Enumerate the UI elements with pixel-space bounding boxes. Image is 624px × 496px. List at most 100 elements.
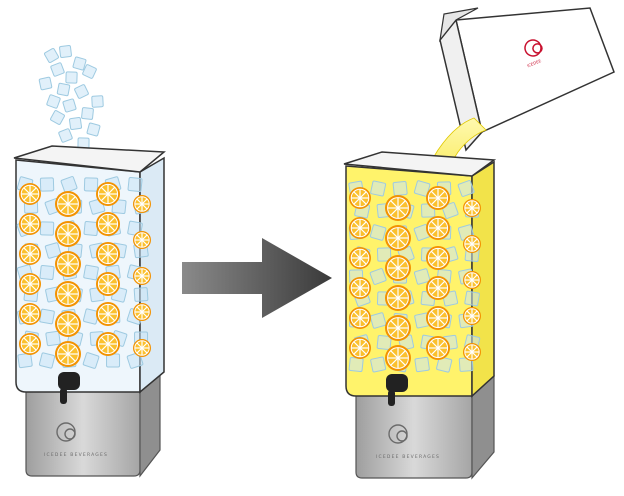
ice-cube (62, 98, 77, 113)
lemonade-carton: ICEDEE (439, 7, 615, 152)
ice-cube (38, 76, 53, 91)
ice-cube (60, 176, 78, 193)
orange-slice (19, 333, 41, 355)
carton-body (455, 7, 615, 134)
spigot-icon (58, 372, 80, 390)
dispenser-contents (16, 176, 151, 369)
dispenser-base (25, 389, 141, 477)
dispenser-lid (13, 145, 166, 173)
orange-slice (55, 341, 81, 367)
orange-slice (463, 343, 481, 361)
ice-cube (133, 287, 149, 302)
ice-cube (58, 128, 73, 143)
ice-cube (82, 352, 100, 369)
ice-cube (39, 177, 55, 192)
carton-logo: ICEDEE (524, 39, 543, 68)
orange-slice (349, 307, 371, 329)
brand-logo (56, 422, 76, 442)
orange-slice (55, 221, 81, 247)
ice-cube (82, 64, 97, 79)
dispenser-base (355, 393, 473, 479)
ice-cube (392, 181, 408, 196)
ice-cube (370, 356, 387, 373)
ice-cube (45, 330, 61, 347)
ice-cube (464, 290, 480, 307)
ice-cube (83, 177, 99, 192)
orange-slice (426, 216, 450, 240)
spigot-nozzle (388, 390, 395, 406)
ice-cube (127, 177, 143, 192)
dispenser-lid (343, 151, 497, 177)
ice-cube (413, 268, 431, 285)
ice-cube (81, 107, 94, 120)
ice-cube (65, 71, 78, 84)
orange-slice (385, 345, 411, 371)
orange-slice (426, 336, 450, 360)
orange-slice (96, 182, 120, 206)
orange-slice (55, 311, 81, 337)
brand-text: ICEDEE BEVERAGES (376, 454, 440, 460)
orange-slice (426, 306, 450, 330)
ice-cube (413, 180, 431, 197)
ice-cube (376, 247, 392, 262)
ice-cube (38, 352, 56, 369)
orange-slice (19, 303, 41, 325)
orange-slice (55, 191, 81, 217)
orange-slice (385, 225, 411, 251)
orange-slice (463, 271, 481, 289)
orange-slice (349, 337, 371, 359)
orange-slice (385, 285, 411, 311)
orange-slice (19, 213, 41, 235)
ice-cube (39, 221, 55, 236)
ice-cube (126, 352, 144, 369)
orange-slice (133, 195, 151, 213)
ice-cube (369, 268, 387, 285)
orange-slice (463, 307, 481, 325)
ice-cube (46, 94, 61, 109)
orange-slice (349, 277, 371, 299)
orange-slice (385, 315, 411, 341)
orange-slice (133, 339, 151, 357)
ice-cube (56, 82, 71, 97)
dispenser-step-1: ICEDEE BEVERAGES (13, 145, 166, 478)
orange-slice (96, 272, 120, 296)
ice-cube (369, 312, 387, 329)
carton-spout (439, 7, 479, 43)
orange-slice (349, 217, 371, 239)
orange-slice (349, 187, 371, 209)
ice-cube (50, 62, 65, 77)
orange-slice (426, 246, 450, 270)
ice-cube (72, 56, 87, 71)
spigot-icon (386, 374, 408, 392)
orange-slice (19, 243, 41, 265)
brand-logo (388, 424, 408, 444)
ice-cube (414, 356, 430, 373)
orange-slice (133, 303, 151, 321)
ice-cube (457, 180, 475, 197)
orange-slice (349, 247, 371, 269)
ice-cube (86, 122, 101, 137)
orange-slice (463, 199, 481, 217)
orange-slice (96, 332, 120, 356)
arrow-right-icon (182, 238, 332, 318)
orange-slice (96, 242, 120, 266)
ice-cube (39, 308, 55, 325)
ice-cube (91, 95, 104, 108)
orange-slice (55, 251, 81, 277)
ice-cube (83, 264, 99, 281)
orange-slice (55, 281, 81, 307)
orange-slice (96, 302, 120, 326)
dispenser-step-2: ICEDEE BEVERAGES (343, 151, 497, 480)
ice-cube (68, 116, 83, 131)
ice-cube (17, 352, 33, 369)
ice-cube (376, 335, 392, 350)
ice-cube (50, 110, 65, 125)
orange-slice (19, 273, 41, 295)
ice-cube (74, 84, 89, 99)
orange-slice (463, 235, 481, 253)
orange-slice (385, 195, 411, 221)
ice-cube (39, 265, 55, 280)
ice-cube (370, 180, 387, 197)
orange-slice (426, 276, 450, 300)
